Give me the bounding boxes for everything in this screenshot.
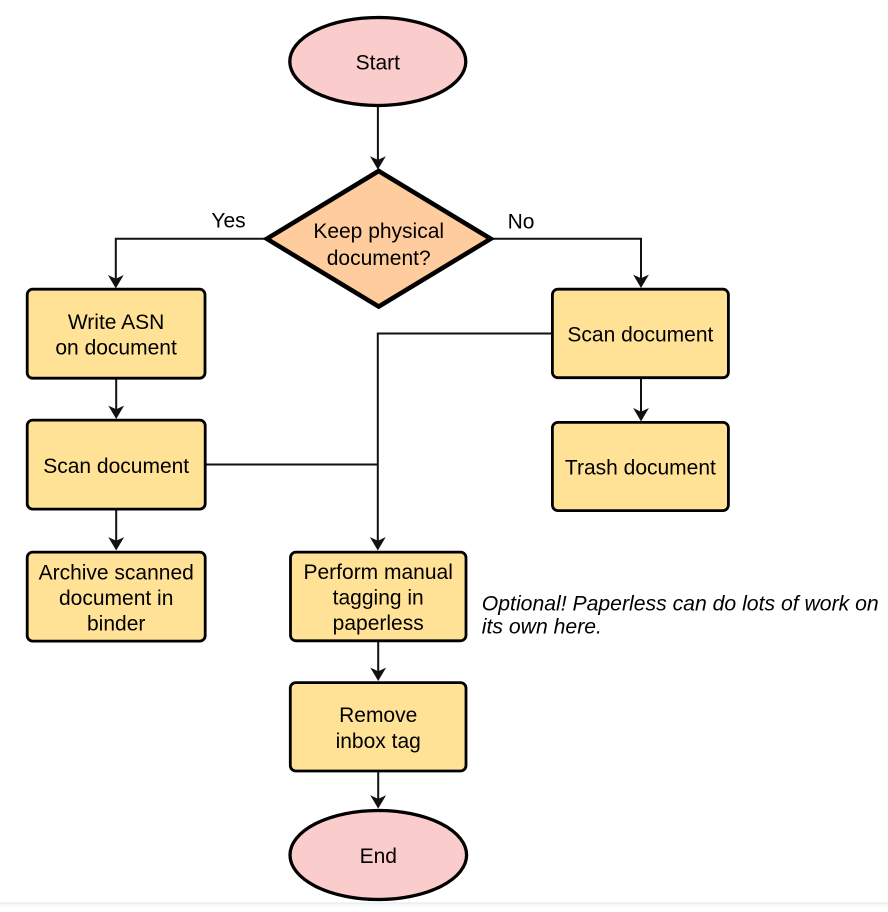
svg-text:binder: binder [87, 612, 145, 635]
svg-text:its own here.: its own here. [482, 615, 602, 638]
svg-text:Yes: Yes [211, 210, 245, 233]
svg-text:Start: Start [356, 52, 401, 75]
svg-text:Perform manual: Perform manual [304, 561, 453, 584]
svg-text:Archive scanned: Archive scanned [39, 561, 194, 584]
svg-text:document?: document? [327, 247, 431, 270]
svg-text:Scan document: Scan document [43, 455, 189, 478]
svg-text:inbox tag: inbox tag [336, 730, 421, 753]
svg-text:Scan document: Scan document [567, 324, 713, 347]
svg-text:Keep physical: Keep physical [313, 220, 444, 243]
svg-text:Trash document: Trash document [565, 457, 716, 480]
svg-text:No: No [508, 210, 535, 233]
svg-text:Remove: Remove [339, 704, 417, 727]
svg-text:document in: document in [59, 587, 173, 610]
svg-text:tagging in: tagging in [333, 587, 424, 610]
svg-text:End: End [360, 845, 397, 868]
svg-text:paperless: paperless [333, 612, 424, 635]
svg-text:on document: on document [55, 337, 177, 360]
svg-text:Optional! Paperless can do lot: Optional! Paperless can do lots of work … [482, 592, 879, 615]
svg-text:Write ASN: Write ASN [68, 311, 164, 334]
